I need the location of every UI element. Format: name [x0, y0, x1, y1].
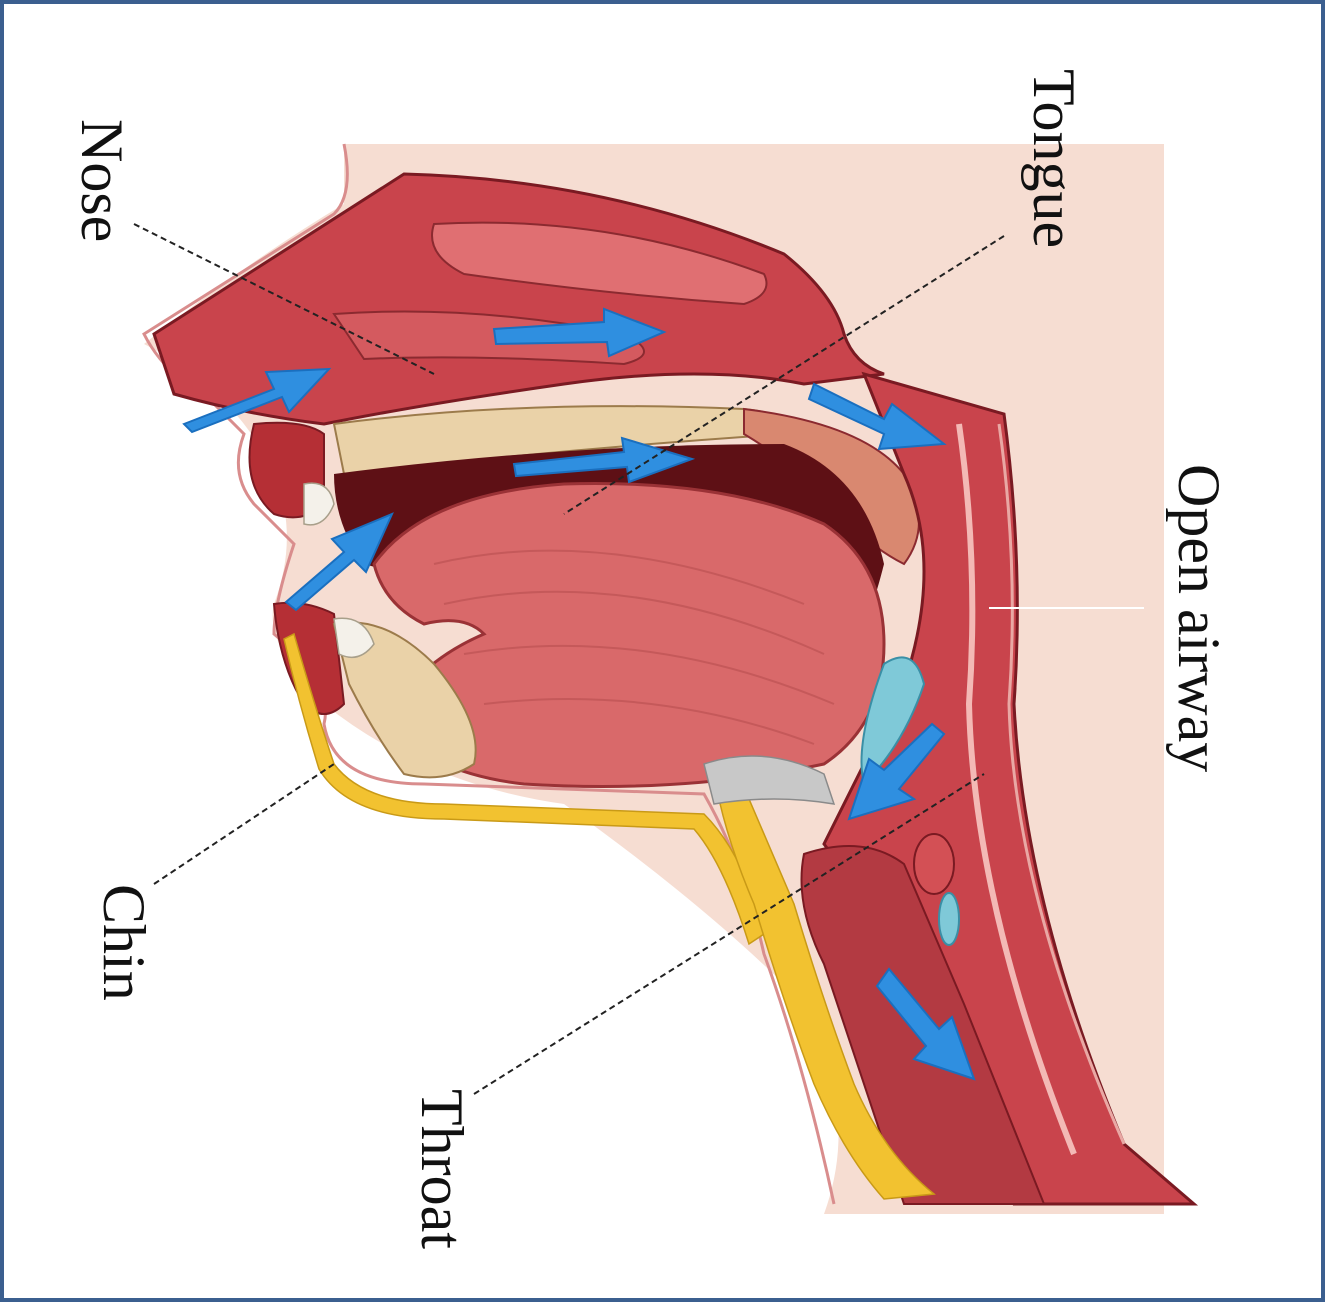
label-tongue: Tongue: [1024, 69, 1084, 248]
vocal-fold: [914, 834, 954, 894]
label-throat: Throat: [412, 1089, 472, 1249]
thyroid-cartilage: [939, 893, 959, 945]
label-chin: Chin: [94, 884, 154, 1001]
label-open-airway: Open airway: [1169, 464, 1229, 772]
leader-line-chin: [154, 764, 334, 884]
airway-illustration: [4, 4, 1321, 1298]
label-nose: Nose: [72, 119, 132, 242]
